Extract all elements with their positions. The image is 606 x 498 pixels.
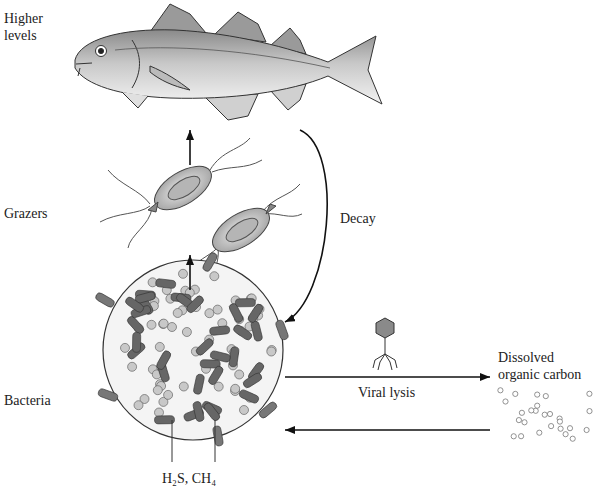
bacteria-cells bbox=[94, 251, 289, 446]
carbon-dots bbox=[498, 388, 592, 442]
flow-arrow bbox=[285, 376, 490, 378]
trophic-level: Higher levels bbox=[0, 0, 385, 130]
level-label: Bacteria bbox=[4, 392, 74, 409]
gas-label: H₂S, CH₄ bbox=[162, 470, 216, 487]
level-label: Grazers bbox=[4, 205, 74, 222]
trophic-level: Bacteria bbox=[0, 290, 285, 420]
level-label: Dissolved organic carbon bbox=[498, 349, 590, 383]
carbon-pool: Dissolved organic carbon bbox=[490, 345, 602, 445]
gas-line bbox=[172, 420, 173, 462]
fish-figure bbox=[75, 4, 382, 120]
flow-arrow bbox=[189, 255, 191, 290]
level-label: Higher levels bbox=[4, 10, 56, 44]
label-holder: H₂S, CH₄ bbox=[162, 470, 216, 487]
label-holder: Decay bbox=[338, 210, 378, 227]
flow-arrow bbox=[189, 130, 191, 165]
edge-label: Decay bbox=[338, 210, 378, 227]
gas-line bbox=[215, 420, 216, 462]
bacterial-aggregate bbox=[103, 260, 283, 440]
flow-arrow bbox=[285, 429, 490, 431]
edge-label: Viral lysis bbox=[356, 384, 417, 401]
trophic-level: Grazers bbox=[0, 165, 300, 255]
virus-icon bbox=[373, 318, 397, 370]
label-holder: Viral lysis bbox=[356, 384, 417, 401]
flow-arrow bbox=[285, 130, 327, 322]
